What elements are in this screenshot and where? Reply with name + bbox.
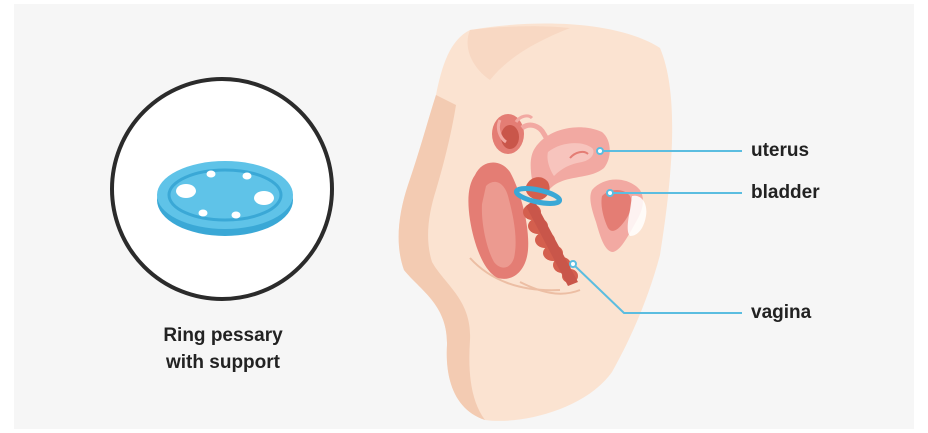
pelvis-cross-section [399,24,673,421]
vagina-label: vagina [751,302,811,324]
uterus-pointer-dot [597,148,603,154]
bladder-label: bladder [751,182,820,204]
caption-line-2: with support [100,349,346,376]
ring-pessary-icon [157,161,293,236]
pessary-caption: Ring pessary with support [100,322,346,376]
pessary-inset [112,79,332,299]
bladder-pointer-dot [607,190,613,196]
caption-line-1: Ring pessary [100,322,346,349]
uterus-label: uterus [751,140,809,162]
